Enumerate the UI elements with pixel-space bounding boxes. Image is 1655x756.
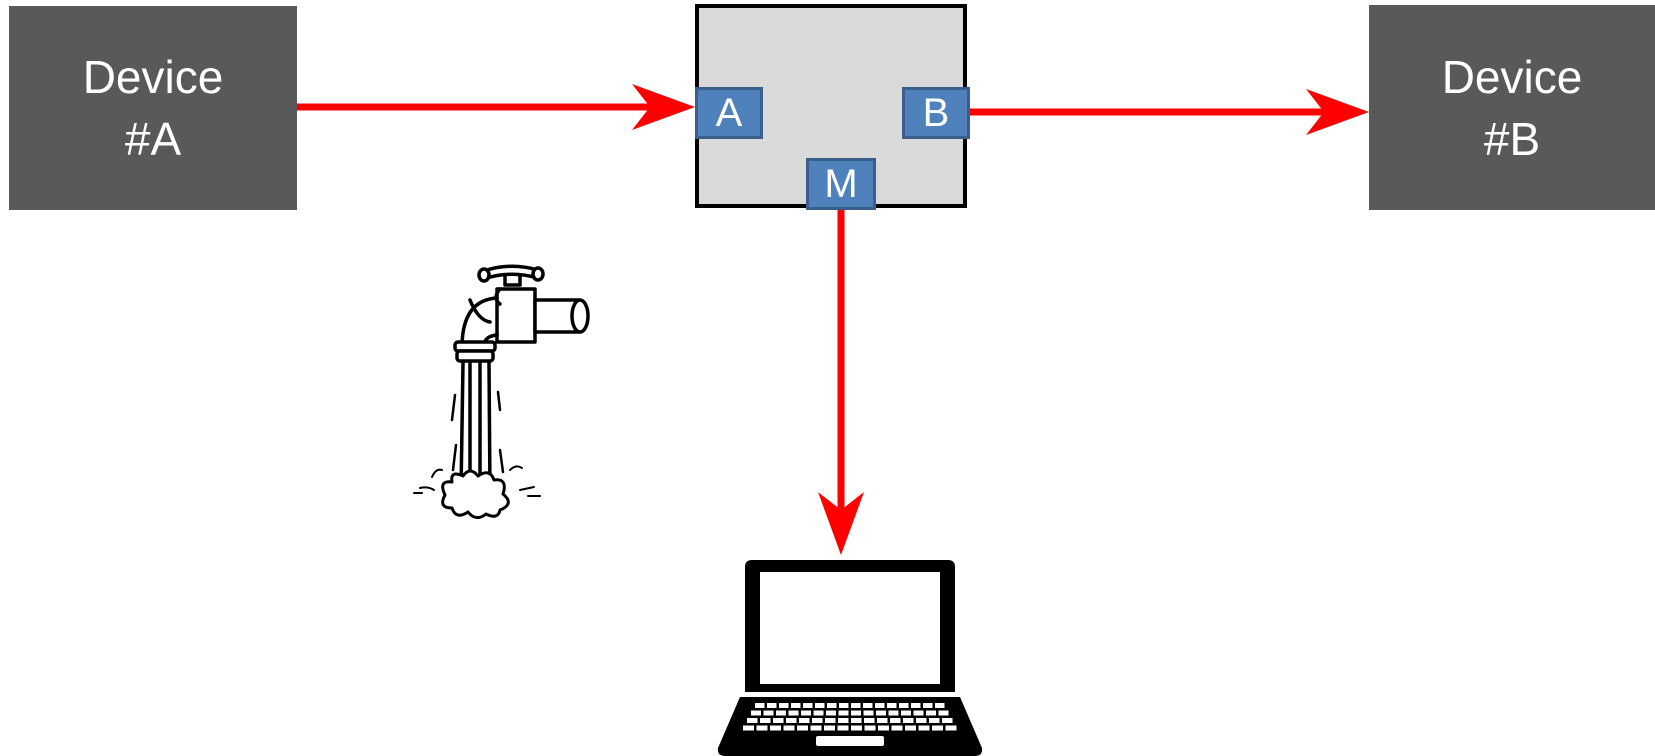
keyboard-key bbox=[899, 703, 909, 708]
keyboard-key bbox=[851, 725, 862, 731]
device-b-box: Device #B bbox=[1369, 5, 1655, 210]
device-b-label-line1: Device bbox=[1441, 50, 1583, 103]
keyboard-key bbox=[797, 725, 808, 731]
keyboard-key bbox=[799, 718, 810, 723]
keyboard-key bbox=[875, 703, 885, 708]
keyboard-key bbox=[803, 703, 813, 708]
keyboard-key bbox=[864, 718, 875, 723]
port-b: B bbox=[902, 87, 970, 139]
arrow-port-b-to-device-b bbox=[970, 89, 1369, 135]
keyboard-key bbox=[926, 710, 936, 716]
keyboard-key bbox=[812, 718, 823, 723]
keyboard-key bbox=[767, 703, 777, 708]
keyboard-key bbox=[913, 710, 924, 716]
keyboard-key bbox=[770, 725, 781, 731]
laptop-icon bbox=[717, 560, 983, 756]
keyboard-key bbox=[827, 703, 837, 708]
keyboard-key bbox=[839, 703, 849, 708]
keyboard-key bbox=[929, 718, 940, 723]
keyboard-key bbox=[903, 718, 914, 723]
keyboard-key bbox=[810, 725, 822, 731]
keyboard-key bbox=[837, 725, 849, 731]
keyboard-key bbox=[851, 703, 861, 708]
keyboard-key bbox=[942, 718, 953, 723]
keyboard-key bbox=[923, 703, 933, 708]
arrow-port-m-to-laptop bbox=[818, 210, 864, 555]
keyboard-key bbox=[747, 718, 758, 723]
keyboard-key bbox=[760, 718, 771, 723]
keyboard-key bbox=[888, 710, 899, 716]
device-a-box: Device #A bbox=[9, 6, 297, 210]
keyboard-key bbox=[743, 725, 754, 731]
keyboard-key bbox=[776, 710, 786, 716]
keyboard-key bbox=[911, 703, 921, 708]
faucet-icon bbox=[413, 264, 590, 519]
keyboard-key bbox=[763, 710, 774, 716]
keyboard-key bbox=[916, 718, 927, 723]
arrow-device-a-to-port-a bbox=[297, 84, 695, 130]
keyboard-key bbox=[878, 725, 889, 731]
device-a-label-line2: #A bbox=[124, 113, 182, 165]
keyboard-key bbox=[779, 703, 789, 708]
keyboard-key bbox=[851, 718, 862, 723]
keyboard-key bbox=[890, 718, 901, 723]
device-a-label-line1: Device bbox=[82, 51, 224, 103]
keyboard-key bbox=[887, 703, 897, 708]
keyboard-key bbox=[791, 703, 801, 708]
keyboard-key bbox=[864, 725, 876, 731]
keyboard-key bbox=[773, 718, 784, 723]
keyboard-key bbox=[877, 718, 888, 723]
keyboard-key bbox=[783, 725, 795, 731]
keyboard-key bbox=[905, 725, 916, 731]
keyboard-key bbox=[786, 718, 797, 723]
keyboard-key bbox=[863, 703, 873, 708]
laptop-keyboard bbox=[743, 703, 957, 731]
keyboard-key bbox=[838, 718, 849, 723]
device-b-label-line2: #B bbox=[1483, 112, 1541, 165]
port-a: A bbox=[695, 87, 763, 139]
keyboard-key bbox=[945, 725, 957, 731]
keyboard-key bbox=[938, 710, 949, 716]
keyboard-key bbox=[813, 710, 824, 716]
keyboard-key bbox=[901, 710, 911, 716]
keyboard-key bbox=[756, 725, 768, 731]
keyboard-key bbox=[826, 710, 836, 716]
keyboard-key bbox=[755, 703, 765, 708]
keyboard-key bbox=[851, 710, 861, 716]
keyboard-key bbox=[825, 718, 836, 723]
port-m: M bbox=[806, 158, 876, 210]
keyboard-key bbox=[815, 703, 825, 708]
keyboard-key bbox=[751, 710, 761, 716]
keyboard-key bbox=[918, 725, 930, 731]
keyboard-key bbox=[788, 710, 799, 716]
keyboard-key bbox=[932, 725, 943, 731]
keyboard-key bbox=[876, 710, 886, 716]
keyboard-key bbox=[838, 710, 849, 716]
keyboard-key bbox=[863, 710, 874, 716]
keyboard-key bbox=[935, 703, 945, 708]
keyboard-key bbox=[801, 710, 811, 716]
keyboard-key bbox=[891, 725, 903, 731]
keyboard-key bbox=[824, 725, 835, 731]
